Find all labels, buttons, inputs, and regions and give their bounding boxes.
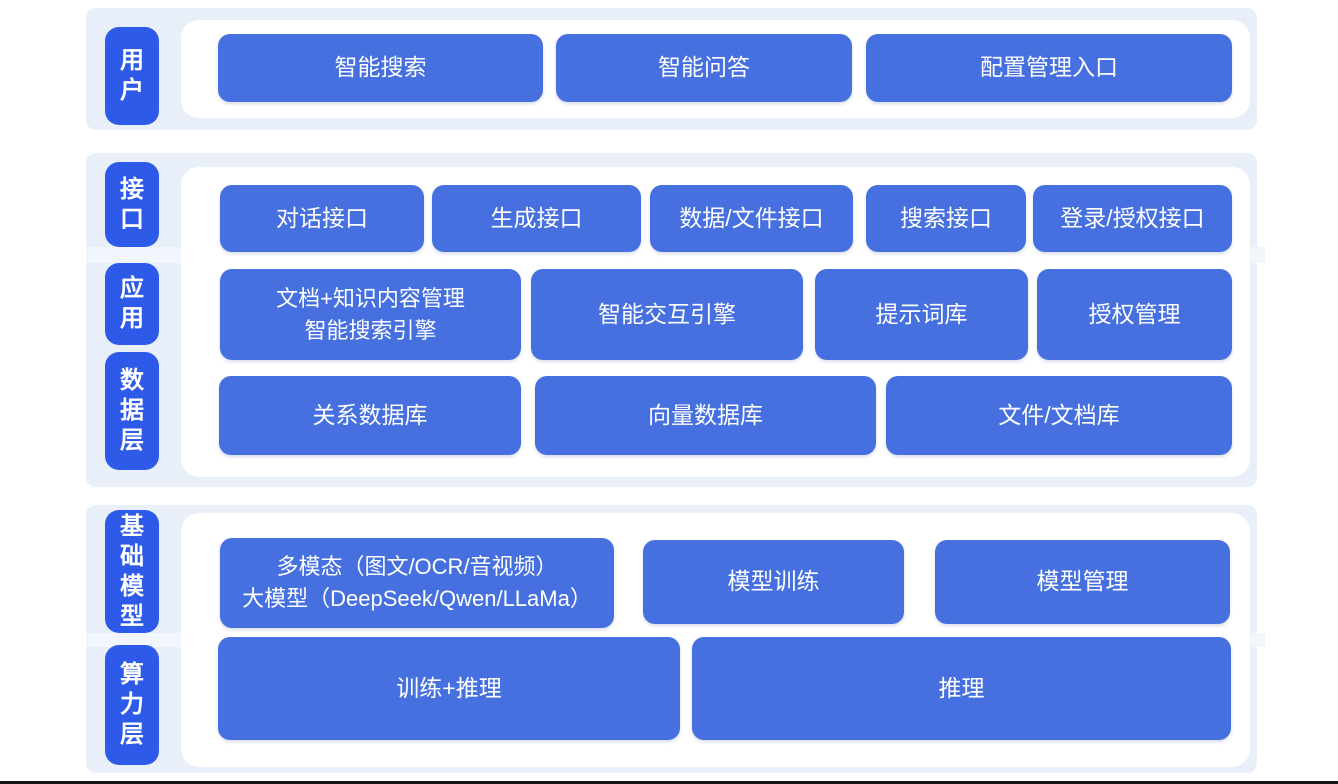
box-prompt-library: 提示词库 <box>815 269 1028 360</box>
label-base-model-text: 基础模型 <box>120 512 144 630</box>
box-data-file-api: 数据/文件接口 <box>650 185 853 252</box>
box-multimodal-llm: 多模态（图文/OCR/音视频） 大模型（DeepSeek/Qwen/LLaMa） <box>220 538 614 628</box>
box-login-auth-api: 登录/授权接口 <box>1033 185 1232 252</box>
box-smart-qa: 智能问答 <box>556 34 852 102</box>
box-dialog-api: 对话接口 <box>220 185 424 252</box>
label-user-text: 用户 <box>120 47 144 104</box>
box-generation-api: 生成接口 <box>432 185 641 252</box>
label-application-text: 应用 <box>120 275 144 332</box>
box-train-inference: 训练+推理 <box>218 637 680 740</box>
box-model-training: 模型训练 <box>643 540 904 624</box>
bottom-border-line <box>0 781 1338 784</box>
label-user: 用户 <box>105 27 159 125</box>
box-config-entry: 配置管理入口 <box>866 34 1232 102</box>
label-interface-text: 接口 <box>120 175 144 233</box>
label-base-model: 基础模型 <box>105 510 159 633</box>
box-doc-knowledge-search: 文档+知识内容管理 智能搜索引擎 <box>220 269 521 360</box>
label-compute-layer: 算力层 <box>105 645 159 765</box>
box-inference: 推理 <box>692 637 1231 740</box>
label-data-layer-text: 数据层 <box>120 367 144 454</box>
box-interaction-engine: 智能交互引擎 <box>531 269 803 360</box>
box-file-doc-store: 文件/文档库 <box>886 376 1232 455</box>
box-auth-management: 授权管理 <box>1037 269 1232 360</box>
box-model-management: 模型管理 <box>935 540 1230 624</box>
box-vector-db: 向量数据库 <box>535 376 876 455</box>
label-interface: 接口 <box>105 162 159 247</box>
box-smart-search: 智能搜索 <box>218 34 543 102</box>
label-application: 应用 <box>105 263 159 345</box>
label-compute-layer-text: 算力层 <box>120 661 144 748</box>
label-data-layer: 数据层 <box>105 352 159 470</box>
box-relational-db: 关系数据库 <box>219 376 521 455</box>
box-search-api: 搜索接口 <box>866 185 1026 252</box>
